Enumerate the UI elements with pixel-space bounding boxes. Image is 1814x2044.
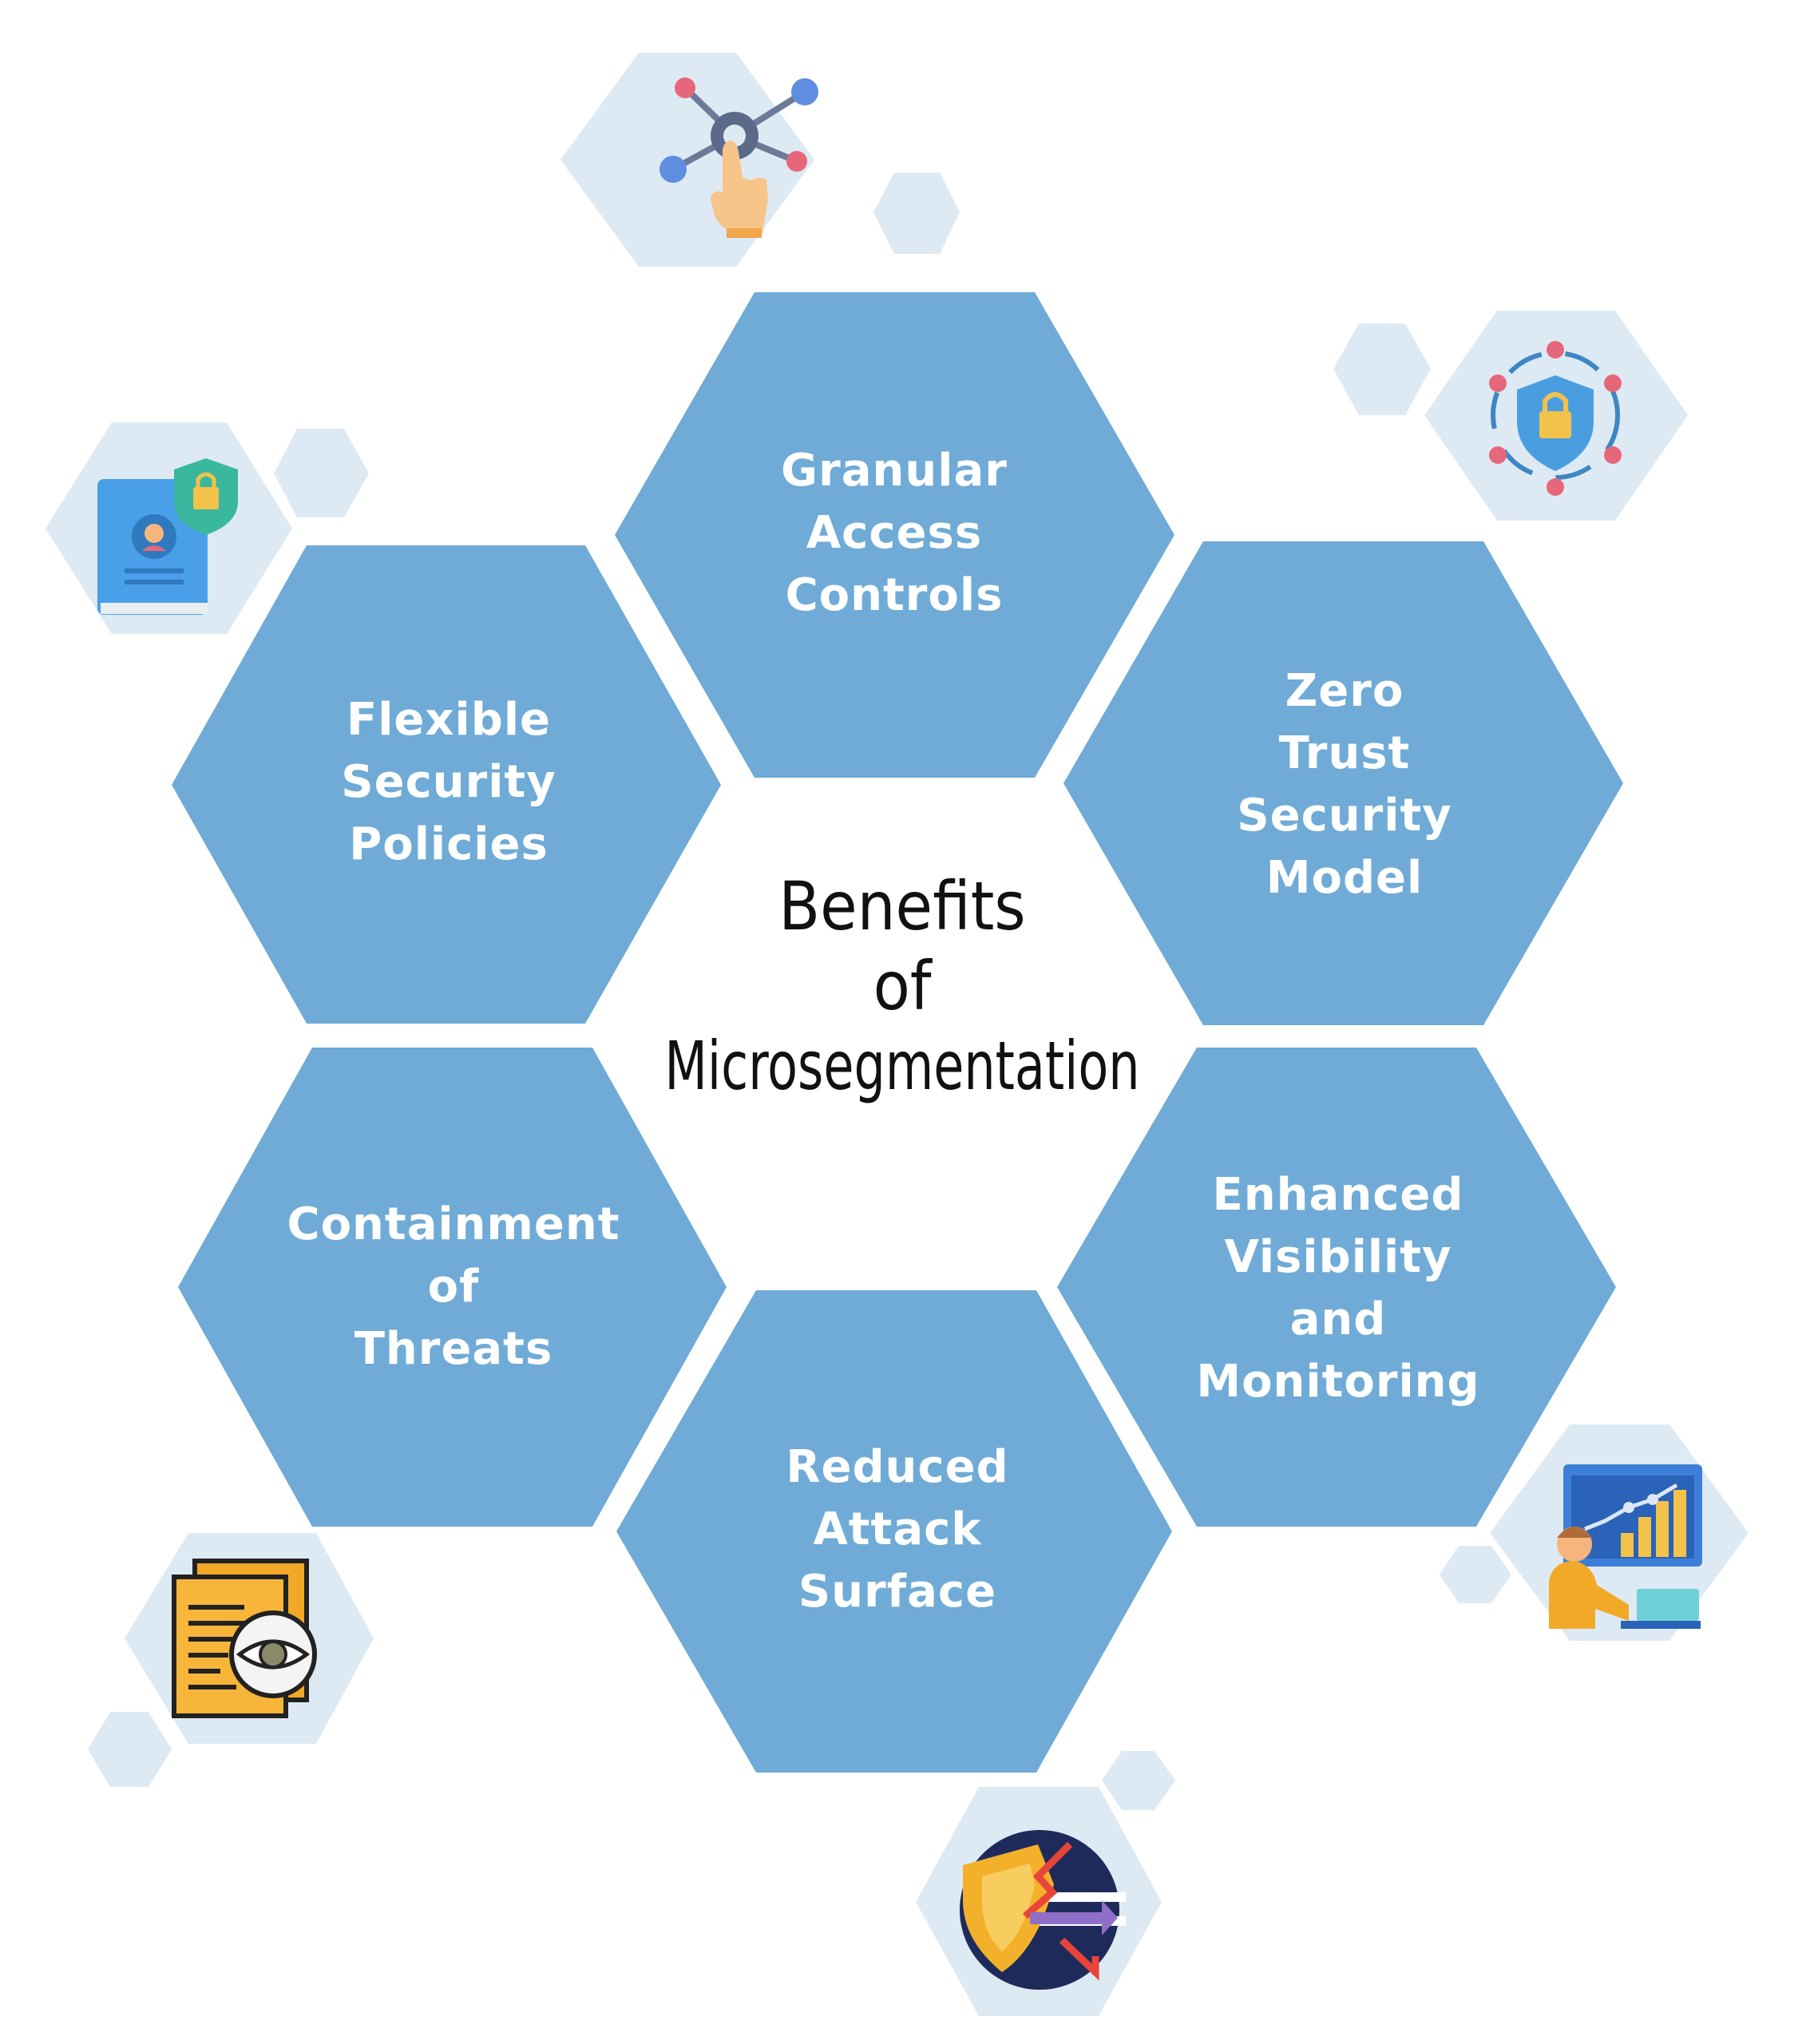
shield-lock-network-icon [1489,341,1622,496]
hex-enhanced-visibility-monitoring [1057,1048,1616,1527]
small-decor-hex [274,429,369,517]
hex-granular-access-controls [615,292,1174,778]
label-containment-of-threats: Containment of Threats [287,1198,620,1375]
document-inspect-icon [172,1559,317,1718]
label-granular-access-controls: Granular Access Controls [781,445,1008,621]
hex-containment-of-threats [178,1048,727,1527]
label-zero-trust-security-model: Zero Trust Security Model [1237,665,1452,904]
analytics-user-icon [1549,1464,1702,1629]
small-decor-hex [1333,323,1431,415]
hex-zero-trust-security-model [1063,541,1623,1025]
policy-book-lock-icon [97,458,238,615]
diagram-title: Benefits of Microsegmentation [664,867,1140,1105]
small-decor-hex [1102,1751,1175,1810]
hex-reduced-attack-surface [616,1290,1172,1773]
label-reduced-attack-surface: Reduced Attack Surface [786,1441,1009,1618]
shield-attack-icon [960,1830,1126,1990]
small-decor-hex [873,172,960,254]
small-decor-hex [1440,1546,1511,1603]
label-flexible-security-policies: Flexible Security Policies [341,694,556,870]
hex-flexible-security-policies [172,545,721,1024]
small-decor-hex [88,1712,172,1787]
network-gear-touch-icon [659,77,818,238]
label-enhanced-visibility-monitoring: Enhanced Visibility and Monitoring [1196,1169,1480,1408]
